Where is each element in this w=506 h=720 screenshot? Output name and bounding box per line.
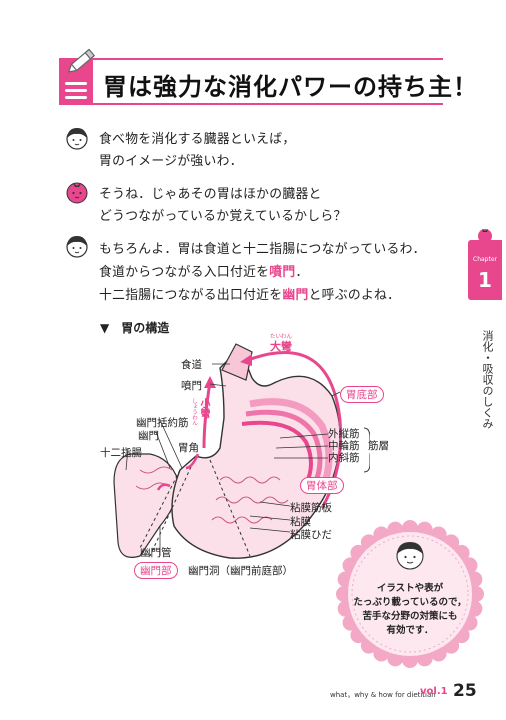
label-pyloric-sphincter: 幽門括約筋 xyxy=(136,417,189,429)
page-number: 25 xyxy=(453,681,477,701)
label-lamina-propria: 粘膜筋板 xyxy=(290,502,332,514)
badge-line-2: たっぷり載っているので， xyxy=(353,597,467,608)
header-rule-top xyxy=(59,58,443,60)
label-mucosa: 粘膜 xyxy=(290,516,311,528)
dialogue-3-line-1: もちろんよ．胃は食道と十二指腸につながっているわ． xyxy=(99,242,426,257)
label-middle-circular: 中輪筋 xyxy=(328,440,360,452)
footer-vol: vol.1 xyxy=(420,686,448,697)
footer-series: what，why & how for dietitian xyxy=(330,691,436,699)
tomato-avatar-icon xyxy=(66,182,88,204)
badge-line-1: イラストや表が xyxy=(376,583,444,594)
tomato-icon xyxy=(478,229,492,243)
promo-badge xyxy=(336,520,484,668)
diagram-caption: ▼ 胃の構造 xyxy=(100,321,170,335)
badge-scallop xyxy=(402,652,418,668)
chapter-label: Chapter xyxy=(473,256,497,263)
label-lesser-curvature: 小彎 xyxy=(198,398,209,418)
badge-scallop xyxy=(468,586,484,602)
term-pylorus: 幽門 xyxy=(282,288,309,303)
dialogue-3-line-3: 十二指腸につながる出口付近を幽門と呼ぶのよね． xyxy=(99,288,401,303)
label-outer-longitudinal: 外縦筋 xyxy=(328,428,360,440)
dialogue-1-line-2: 胃のイメージが強いわ． xyxy=(99,154,243,169)
label-greater-curvature: 大彎 xyxy=(270,340,292,353)
student-avatar-icon xyxy=(66,128,88,150)
badge-line-4: 有効です． xyxy=(386,625,434,636)
label-esophagus: 食道 xyxy=(181,359,202,371)
header-rule-bottom xyxy=(59,103,443,105)
ruby-lesser-curvature: しょうわん xyxy=(191,398,197,426)
label-pyloric-canal: 幽門管 xyxy=(140,547,172,559)
page-title: 胃は強力な消化パワーの持ち主！ xyxy=(103,73,478,101)
label-muscle-layer: 筋層 xyxy=(368,440,389,452)
pencil-icon xyxy=(68,48,96,73)
dialogue-2-line-2: どうつながっているか覚えているかしら？ xyxy=(99,209,347,224)
chapter-tab xyxy=(468,240,502,300)
badge-scallop xyxy=(336,586,352,602)
label-mucosal-folds: 粘膜ひだ xyxy=(290,529,332,541)
dialogue-2-line-1: そうね．じゃあその胃はほかの臓器と xyxy=(99,187,322,202)
term-cardia: 噴門 xyxy=(269,265,296,280)
label-cardia: 噴門 xyxy=(181,380,202,392)
label-antrum: 幽門洞（幽門前庭部） xyxy=(188,565,293,577)
label-fundus: 胃底部 xyxy=(340,386,384,403)
chapter-title: 消化・吸収のしくみ xyxy=(481,330,494,429)
badge-line-3: 苦手な分野の対策にも xyxy=(362,611,458,622)
badge-scallop xyxy=(402,520,418,536)
student-avatar-icon xyxy=(66,236,88,258)
label-body: 胃体部 xyxy=(300,477,344,494)
dialogue-1-line-1: 食べ物を消化する臓器といえば， xyxy=(99,132,296,147)
dialogue-3-line-2: 食道からつながる入口付近を噴門． xyxy=(99,265,309,280)
label-angle: 胃角 xyxy=(178,442,199,454)
label-duodenum: 十二指腸 xyxy=(100,447,142,459)
label-inner-oblique: 内斜筋 xyxy=(328,452,360,464)
ruby-greater-curvature: たいわん xyxy=(270,334,293,340)
label-pylorus: 幽門 xyxy=(138,430,159,442)
chapter-number: 1 xyxy=(478,268,492,292)
label-pyloric-part: 幽門部 xyxy=(134,562,178,579)
